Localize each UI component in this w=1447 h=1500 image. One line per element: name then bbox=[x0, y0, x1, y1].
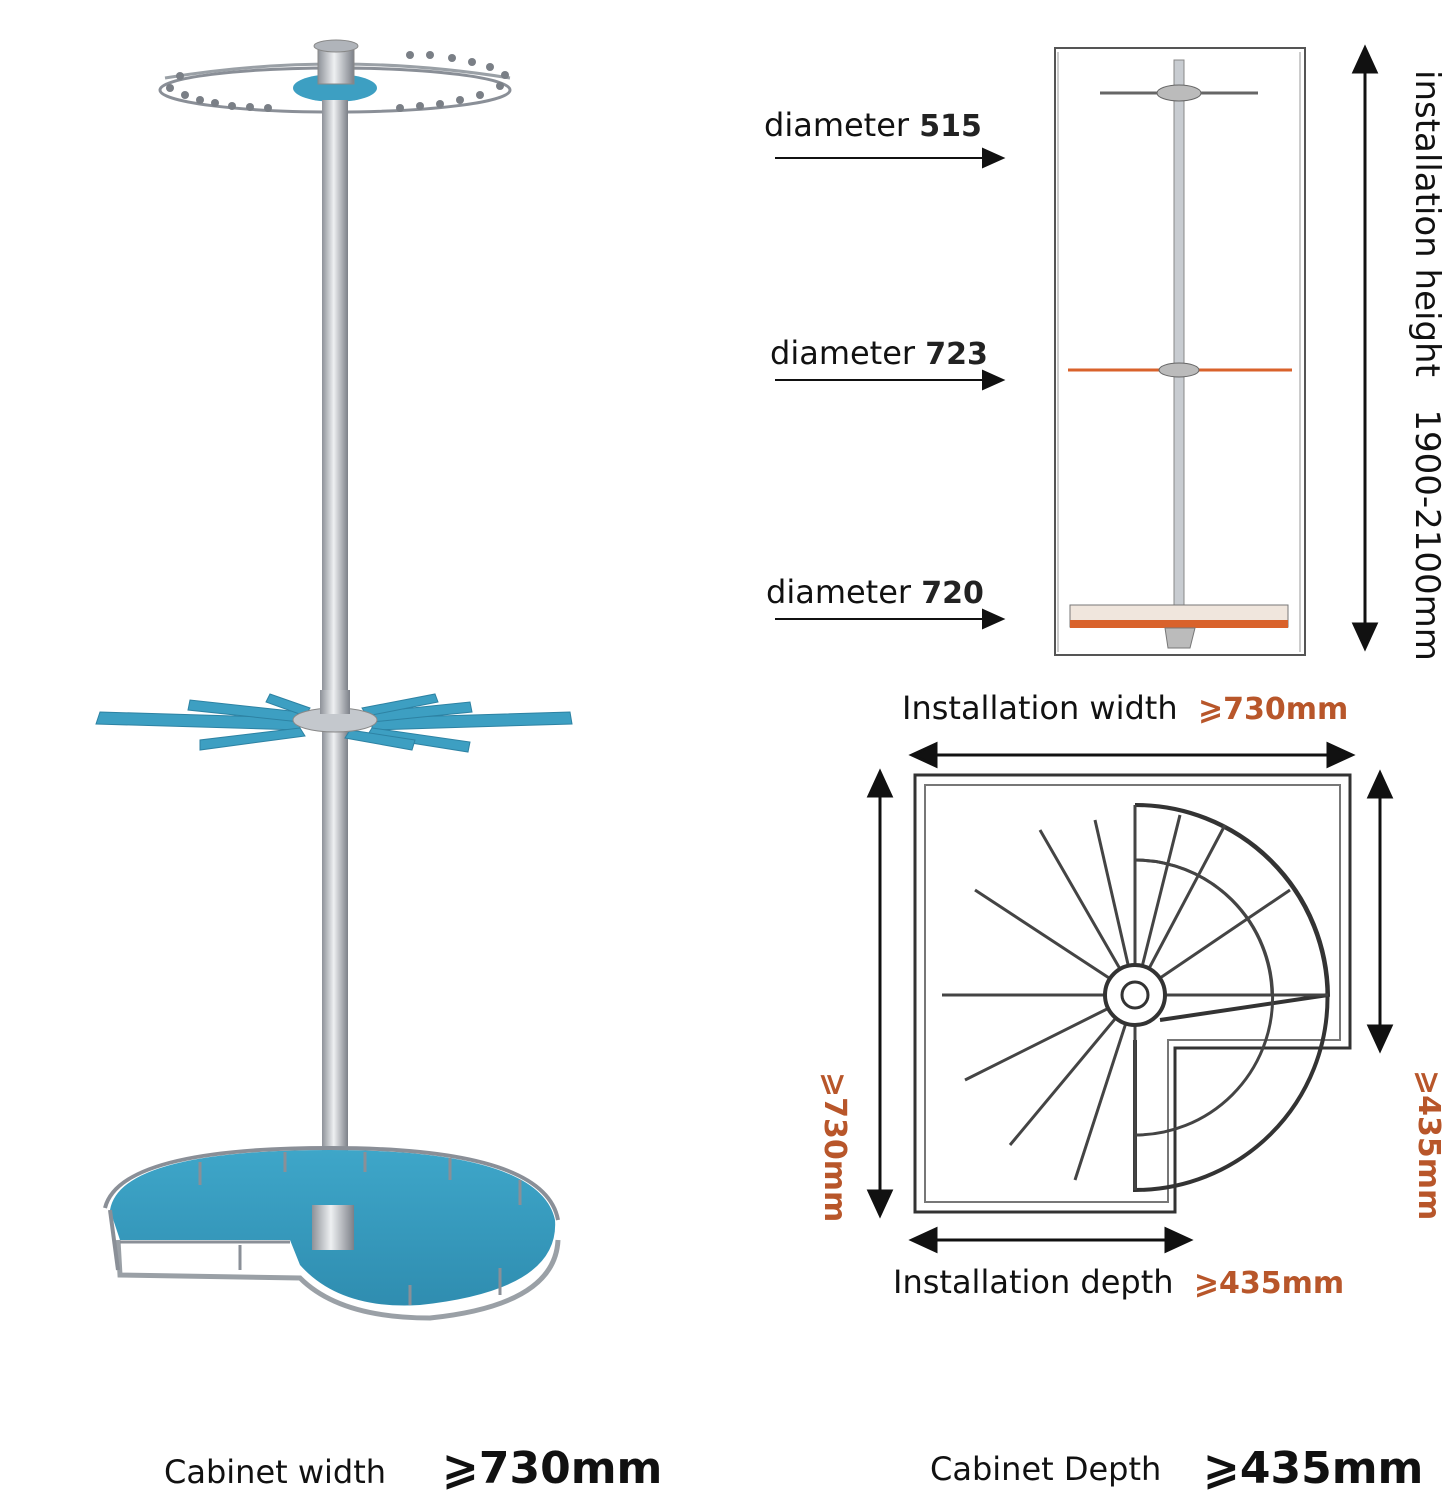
elevation-drawing bbox=[775, 44, 1379, 656]
installation-depth-label: Installation depth ⩾435mm bbox=[893, 1263, 1345, 1301]
installation-width-label: Installation width ⩾730mm bbox=[902, 689, 1349, 727]
diameter-label-bottom: diameter 720 bbox=[766, 573, 984, 611]
diameter-label-top: diameter 515 bbox=[764, 106, 982, 144]
plan-right-dimension: ⩾435mm bbox=[1411, 1070, 1446, 1221]
installation-height-label: installation height 1900-2100mm bbox=[1407, 70, 1447, 661]
center-pole bbox=[322, 100, 348, 1210]
diameter-label-middle: diameter 723 bbox=[770, 334, 988, 372]
top-shelf bbox=[1100, 84, 1258, 102]
cabinet-width-value: ⩾730mm bbox=[442, 1443, 663, 1494]
cabinet-depth-value: ⩾435mm bbox=[1203, 1443, 1424, 1494]
bottom-shelf bbox=[1069, 604, 1289, 649]
plan-drawing bbox=[866, 741, 1394, 1254]
middle-shelf bbox=[1068, 362, 1292, 378]
bottom-tray bbox=[103, 1145, 561, 1321]
cabinet-depth-label: Cabinet Depth bbox=[930, 1450, 1162, 1488]
middle-hanger-arms bbox=[95, 693, 573, 753]
plan-left-dimension: ⩾730mm bbox=[817, 1072, 852, 1223]
cabinet-width-label: Cabinet width bbox=[164, 1453, 387, 1491]
